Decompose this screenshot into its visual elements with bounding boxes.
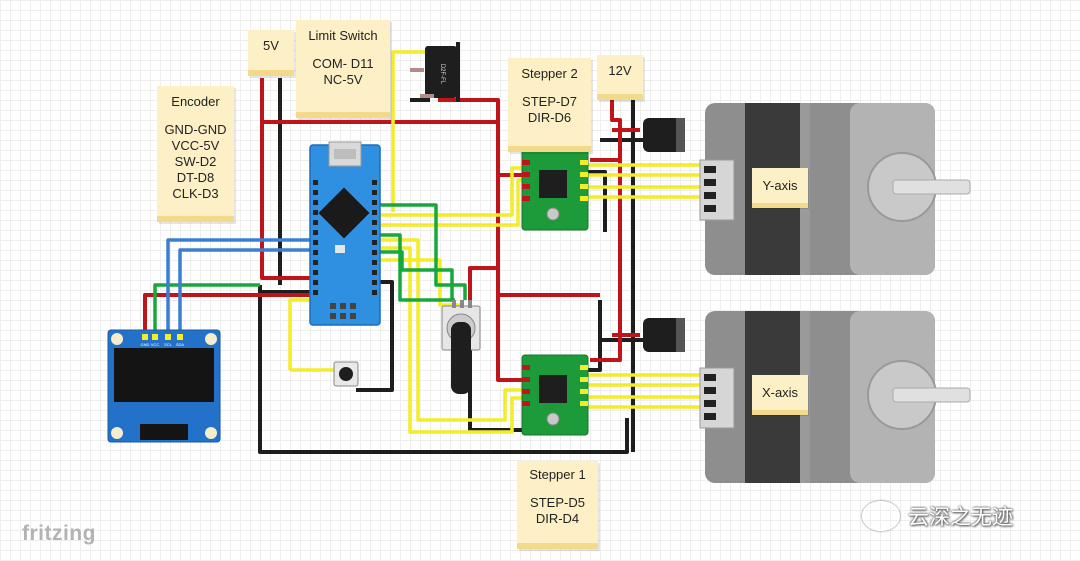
note-line: COM- D11 [312,56,374,71]
wire-5v-pot [468,266,498,300]
wechat-icon [862,501,900,531]
driver-chip [539,170,567,198]
stepper-driver-2 [521,149,589,231]
wire-d6-dir [372,178,525,227]
wire-gnd-drv1 [585,300,602,372]
arduino-nano[interactable] [309,141,381,326]
wire-switch-com [391,50,428,212]
note-line: STEP-D7 [522,94,577,109]
wire-gnd-bus-bottom [258,285,629,454]
note-line: DIR-D4 [535,511,580,526]
wire-d2-button [288,298,315,370]
icsp-header [330,303,356,319]
fritzing-logo: fritzing [22,522,96,545]
oled-pin-sda: SDA [176,342,185,347]
motor-label-x: X-axis [752,375,808,415]
oled-display: GND VCC SCL SDA [107,329,221,443]
stepper-motor-y [699,103,971,275]
wire-12v-main [590,92,622,362]
wire-oled-sda [178,248,315,340]
yellow-wires [288,50,700,434]
note-line: CLK-D3 [172,186,219,201]
wire-5v-drv1 [496,175,525,382]
note-title: Limit Switch [308,28,378,43]
green-wires [153,203,467,340]
note-line: NC-5V [323,72,363,87]
limit-switch[interactable]: D2F-FL [410,42,460,102]
push-button[interactable] [333,361,359,387]
watermark-text: 云深之无迹 [908,506,1013,529]
wire-5v-main [260,78,314,280]
note-limit-switch: Limit Switch COM- D11 NC-5V [296,20,390,118]
note-line: VCC-5V [171,138,220,153]
wire-gnd-drv2 [585,170,607,232]
oled-pin-gnd: GND [141,342,150,347]
wire-oled-scl [166,238,315,340]
oled-pin-vcc: VCC [151,342,160,347]
note-title: Stepper 2 [521,66,578,81]
note-stepper1: Stepper 1 STEP-D5 DIR-D4 [517,461,598,549]
header-pins-right [372,180,377,295]
motor-label-y-text: Y-axis [762,178,798,193]
note-title: Encoder [171,94,220,109]
blue-wires [166,238,315,340]
note-encoder: Encoder GND-GND VCC-5V SW-D2 DT-D8 CLK-D… [157,86,234,222]
motor-label-y: Y-axis [752,168,808,208]
wire-d5-step [372,238,525,422]
wire-d4-dir [372,246,525,434]
note-stepper2: Stepper 2 STEP-D7 DIR-D6 [508,58,591,152]
note-line: DT-D8 [176,170,215,185]
stepper-driver-1 [521,354,589,436]
wire-enc-sw [372,233,455,302]
driver-chip [539,375,567,403]
wire-d7-step [372,166,525,217]
capacitor-bottom [643,318,685,352]
note-line: DIR-D6 [527,110,572,125]
wire-pot-mid [372,258,460,307]
wire-gnd-button [356,280,394,392]
note-5v: 5V [248,30,294,76]
note-title: Stepper 1 [529,467,586,482]
wire-enc-dt [372,203,467,300]
wire-enc-clk [372,250,454,300]
note-line: STEP-D5 [530,495,585,510]
motor-label-x-text: X-axis [761,385,799,400]
oled-pin-scl: SCL [164,342,173,347]
note-12v: 12V [597,55,643,100]
wire-switch-nc [438,98,500,122]
wire-oled-gnd [153,283,260,340]
oled-screen [114,348,214,402]
note-line: GND-GND [164,122,227,137]
note-title: 12V [608,63,632,78]
stepper-motor-x [699,311,971,483]
watermark: 云深之无迹 [862,501,1013,531]
note-line: SW-D2 [174,154,217,169]
note-title: 5V [263,38,279,53]
switch-marking: D2F-FL [439,64,445,85]
header-pins-left [313,180,318,295]
capacitor-top [643,118,685,152]
rotary-encoder[interactable] [441,300,481,394]
